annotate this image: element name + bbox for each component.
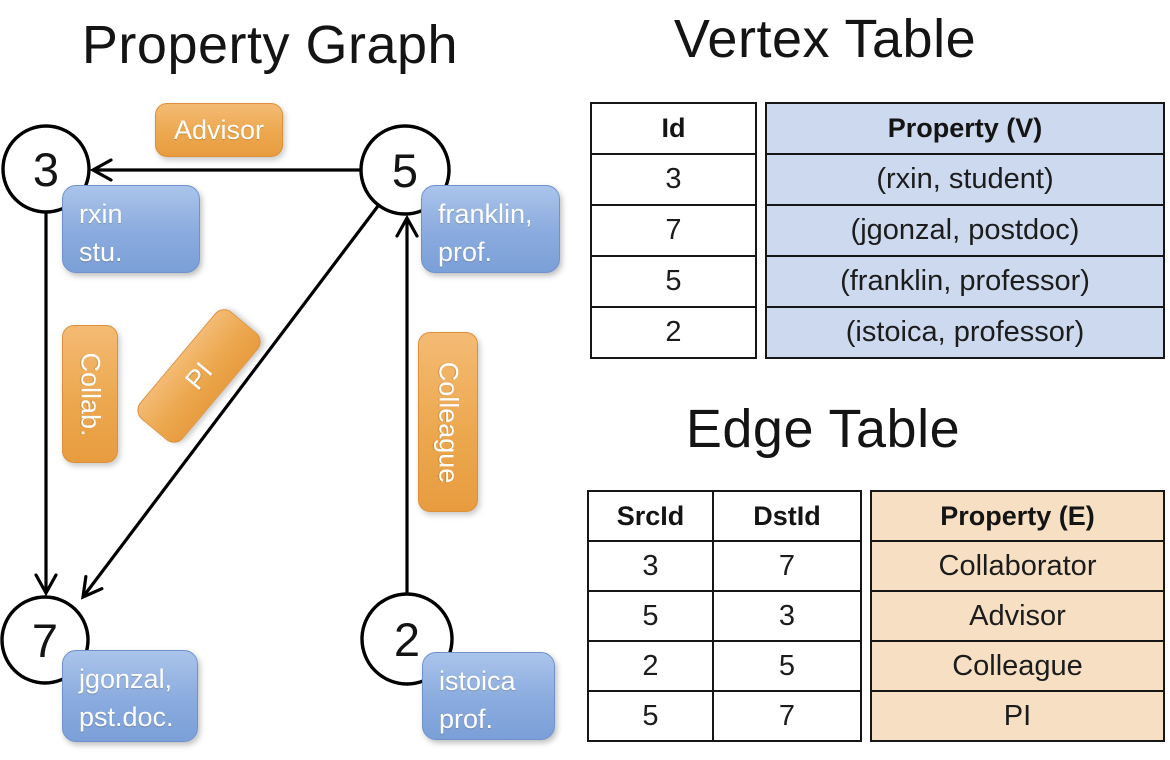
node-label-line: jgonzal, (79, 664, 173, 694)
table-header-row: Property (V) (765, 102, 1165, 155)
node-label-line: franklin, (438, 199, 533, 229)
edge-dst-cell: 7 (712, 690, 862, 742)
node-label-jgonzal: jgonzal, pst.doc. (62, 650, 198, 742)
table-row: PI (870, 690, 1165, 742)
table-row: 2 5 (587, 640, 862, 692)
table-row: 5 3 (587, 590, 862, 642)
vertex-id-5: 5 (391, 144, 419, 197)
edge-pi-5-to-7 (81, 205, 380, 600)
vertex-id-cell: 5 (590, 255, 757, 308)
node-label-line: rxin (79, 199, 123, 229)
node-label-line: stu. (79, 237, 123, 268)
edge-label-text: PI (178, 356, 219, 396)
table-row: 7 (590, 204, 757, 257)
property-graph-title: Property Graph (81, 15, 459, 75)
edge-col-header-dstid: DstId (712, 490, 862, 542)
vertex-property-cell: (istoica, professor) (765, 306, 1165, 359)
table-row: (franklin, professor) (765, 255, 1165, 308)
table-row: Collaborator (870, 540, 1165, 592)
edge-property-column-table: Property (E) Collaborator Advisor Collea… (870, 490, 1165, 742)
vertex-col-header-id: Id (590, 102, 757, 155)
edge-src-cell: 2 (587, 640, 714, 692)
table-header-row: SrcId DstId (587, 490, 862, 542)
vertex-table: Id 3 7 5 2 Property (V) (rxin, student) … (590, 102, 1165, 359)
edge-property-cell: Colleague (870, 640, 1165, 692)
table-row: Advisor (870, 590, 1165, 642)
edge-dst-cell: 5 (712, 640, 862, 692)
edge-col-header-srcid: SrcId (587, 490, 714, 542)
node-label-rxin: rxin stu. (62, 185, 200, 273)
edge-src-cell: 5 (587, 590, 714, 642)
vertex-property-cell: (jgonzal, postdoc) (765, 204, 1165, 257)
edge-table-title: Edge Table (685, 399, 961, 459)
table-header-row: Id (590, 102, 757, 155)
node-label-franklin: franklin, prof. (421, 185, 560, 273)
edge-col-header-property: Property (E) (870, 490, 1165, 542)
edge-label-colleague: Colleague (418, 332, 478, 512)
vertex-id-cell: 2 (590, 306, 757, 359)
vertex-id-cell: 7 (590, 204, 757, 257)
edge-src-cell: 5 (587, 690, 714, 742)
vertex-id-3: 3 (32, 143, 60, 196)
edge-src-cell: 3 (587, 540, 714, 592)
node-label-line: prof. (438, 237, 493, 268)
edge-dst-cell: 7 (712, 540, 862, 592)
node-label-line: prof. (439, 704, 494, 735)
table-row: 3 (590, 153, 757, 206)
table-row: (istoica, professor) (765, 306, 1165, 359)
table-row: 5 (590, 255, 757, 308)
table-row: (rxin, student) (765, 153, 1165, 206)
node-label-istoica: istoica prof. (422, 652, 555, 740)
vertex-col-header-property: Property (V) (765, 102, 1165, 155)
vertex-id-7: 7 (31, 614, 59, 667)
vertex-id-column-table: Id 3 7 5 2 (590, 102, 757, 359)
table-header-row: Property (E) (870, 490, 1165, 542)
edge-label-text: Colleague (433, 361, 464, 483)
vertex-property-cell: (franklin, professor) (765, 255, 1165, 308)
edge-label-collab: Collab. (62, 325, 118, 463)
table-row: (jgonzal, postdoc) (765, 204, 1165, 257)
node-label-line: istoica (439, 666, 516, 696)
vertex-table-title: Vertex Table (673, 9, 977, 69)
vertex-property-cell: (rxin, student) (765, 153, 1165, 206)
edge-property-cell: PI (870, 690, 1165, 742)
vertex-id-cell: 3 (590, 153, 757, 206)
node-label-line: pst.doc. (79, 702, 174, 733)
edge-label-text: Advisor (173, 114, 265, 145)
table-row: 2 (590, 306, 757, 359)
edge-label-advisor: Advisor (155, 103, 283, 157)
table-row: Colleague (870, 640, 1165, 692)
vertex-id-2: 2 (393, 613, 421, 666)
edge-dst-cell: 3 (712, 590, 862, 642)
edge-srcdst-column-table: SrcId DstId 3 7 5 3 2 5 5 7 (587, 490, 862, 742)
vertex-property-column-table: Property (V) (rxin, student) (jgonzal, p… (765, 102, 1165, 359)
table-row: 3 7 (587, 540, 862, 592)
edge-property-cell: Collaborator (870, 540, 1165, 592)
edge-label-text: Collab. (75, 351, 106, 437)
edge-table: SrcId DstId 3 7 5 3 2 5 5 7 Property (E) (587, 490, 1165, 742)
table-row: 5 7 (587, 690, 862, 742)
edge-property-cell: Advisor (870, 590, 1165, 642)
